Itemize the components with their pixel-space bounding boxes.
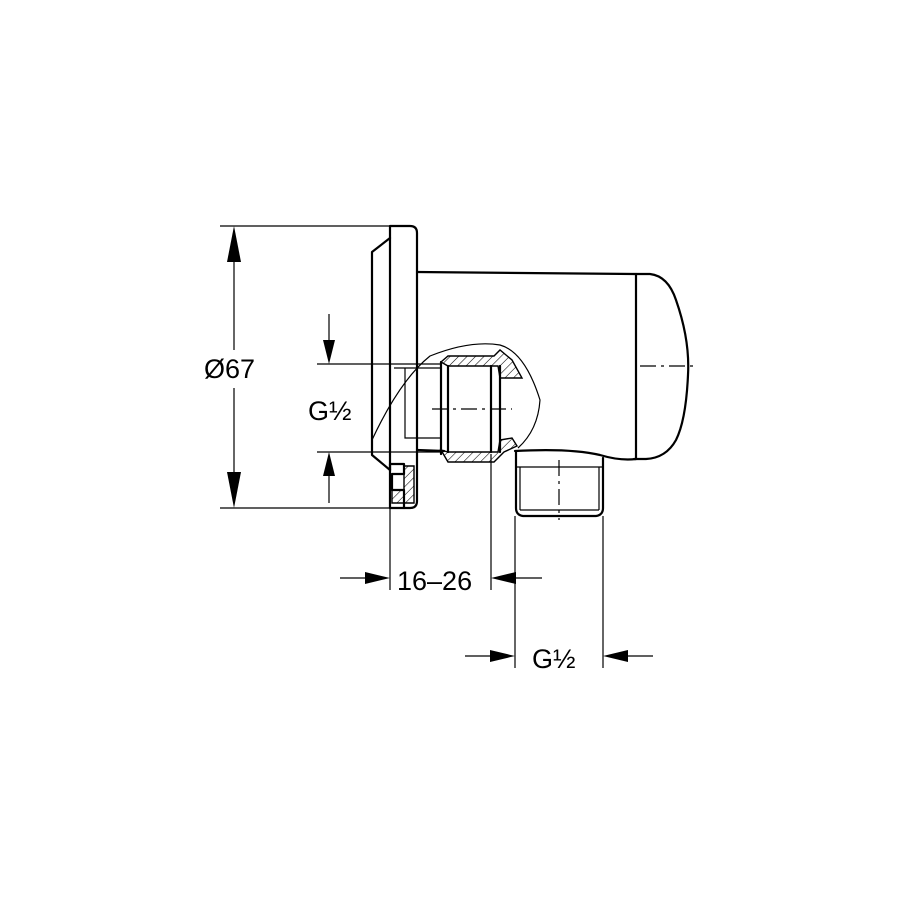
elbow-body: [394, 270, 690, 461]
wall-depth-label: 16–26: [397, 566, 472, 596]
dimension-inlet-thread: G½: [308, 314, 440, 503]
dimension-wall-depth: 16–26: [340, 454, 542, 596]
dimension-diameter: Ø67: [204, 225, 390, 509]
outlet-thread-label: G½: [532, 644, 576, 674]
inlet-thread-label: G½: [308, 396, 352, 426]
section-cutaway: [371, 343, 541, 463]
wall-flange: [370, 224, 419, 510]
center-lines: [432, 365, 694, 520]
dimension-outlet-thread: G½: [465, 516, 653, 674]
diameter-label: Ø67: [204, 354, 255, 384]
